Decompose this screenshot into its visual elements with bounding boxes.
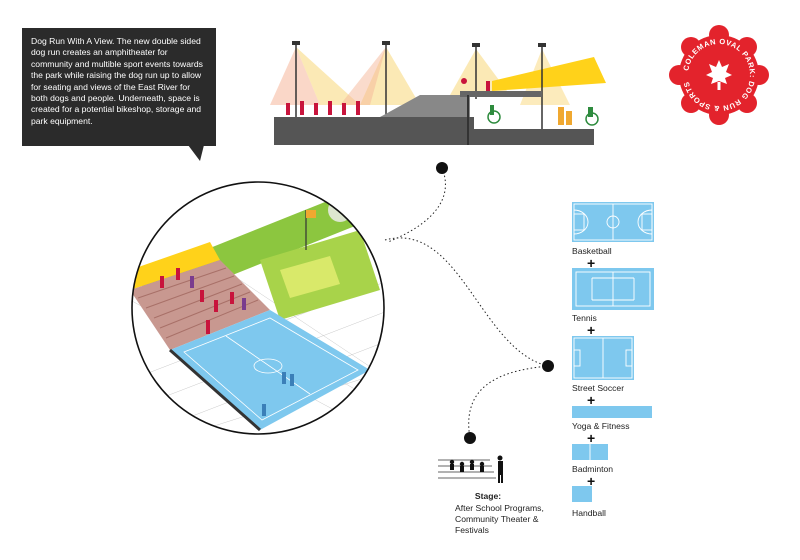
callout-pointer	[188, 145, 204, 161]
connector-sports	[384, 237, 549, 367]
amphitheater-seating	[132, 260, 270, 350]
connector-stage	[468, 365, 549, 439]
plus-sign: +	[587, 322, 596, 338]
connector-dot	[464, 432, 476, 444]
view-circle	[131, 181, 385, 435]
light-poles	[295, 45, 543, 129]
light-beam	[296, 47, 360, 105]
axonometric-view	[131, 181, 385, 435]
flag-icon	[306, 210, 316, 218]
section-drawing	[270, 41, 606, 145]
stage-description: After School Programs, Community Theater…	[455, 503, 565, 536]
connector-dot	[436, 162, 448, 174]
street-soccer-court	[572, 336, 634, 380]
sport-label-tennis: Tennis	[572, 313, 597, 323]
plus-sign: +	[587, 392, 596, 408]
stage-title: Stage:	[474, 491, 502, 501]
light-beam	[360, 47, 420, 105]
description-callout: Dog Run With A View. The new double side…	[22, 28, 216, 146]
ground-platform	[274, 117, 474, 145]
maple-leaf-icon	[706, 60, 732, 84]
figures-purple	[190, 276, 246, 310]
stage-line: Festivals	[455, 525, 489, 535]
sport-label-handball: Handball	[572, 508, 606, 518]
figures-lower	[487, 105, 599, 126]
plus-sign: +	[587, 255, 596, 271]
light-beam	[270, 47, 320, 105]
sports-court	[170, 310, 370, 430]
tennis-court	[572, 268, 654, 310]
audience-figures	[449, 455, 503, 483]
plus-sign: +	[587, 473, 596, 489]
upper-deck	[460, 91, 542, 97]
stage-line: After School Programs,	[455, 503, 544, 513]
badminton-court	[572, 444, 608, 460]
yoga-fitness-area	[572, 406, 652, 418]
callout-text: Dog Run With A View. The new double side…	[31, 36, 203, 126]
park-logo: COLEMAN OVAL PARK: DOG RUN & SPORTS	[669, 25, 769, 125]
court-lines	[183, 317, 359, 421]
basketball-court	[572, 202, 654, 242]
plus-sign: +	[587, 430, 596, 446]
raised-deck	[132, 242, 220, 290]
sport-courts	[572, 202, 654, 502]
sport-label-street-soccer: Street Soccer	[572, 383, 625, 393]
handball-court	[572, 486, 592, 502]
lower-ground	[474, 129, 594, 145]
fence	[169, 348, 261, 432]
stage-line: Community Theater &	[455, 514, 539, 524]
connector-dot	[542, 360, 554, 372]
light-beam-main	[492, 57, 606, 91]
ramp	[380, 95, 470, 117]
stage-illustration	[438, 455, 503, 483]
figures-red	[286, 78, 490, 115]
sport-label-badminton: Badminton	[572, 464, 614, 474]
sport-label-yoga-fitness: Yoga & Fitness	[572, 421, 630, 431]
light-beam	[340, 47, 386, 105]
dog-run-inner	[280, 256, 340, 298]
sport-label-basketball: Basketball	[572, 246, 612, 256]
seating-steps	[137, 267, 259, 339]
figures-blue	[262, 372, 294, 416]
figures-red	[160, 268, 234, 334]
connector-top	[387, 167, 446, 243]
